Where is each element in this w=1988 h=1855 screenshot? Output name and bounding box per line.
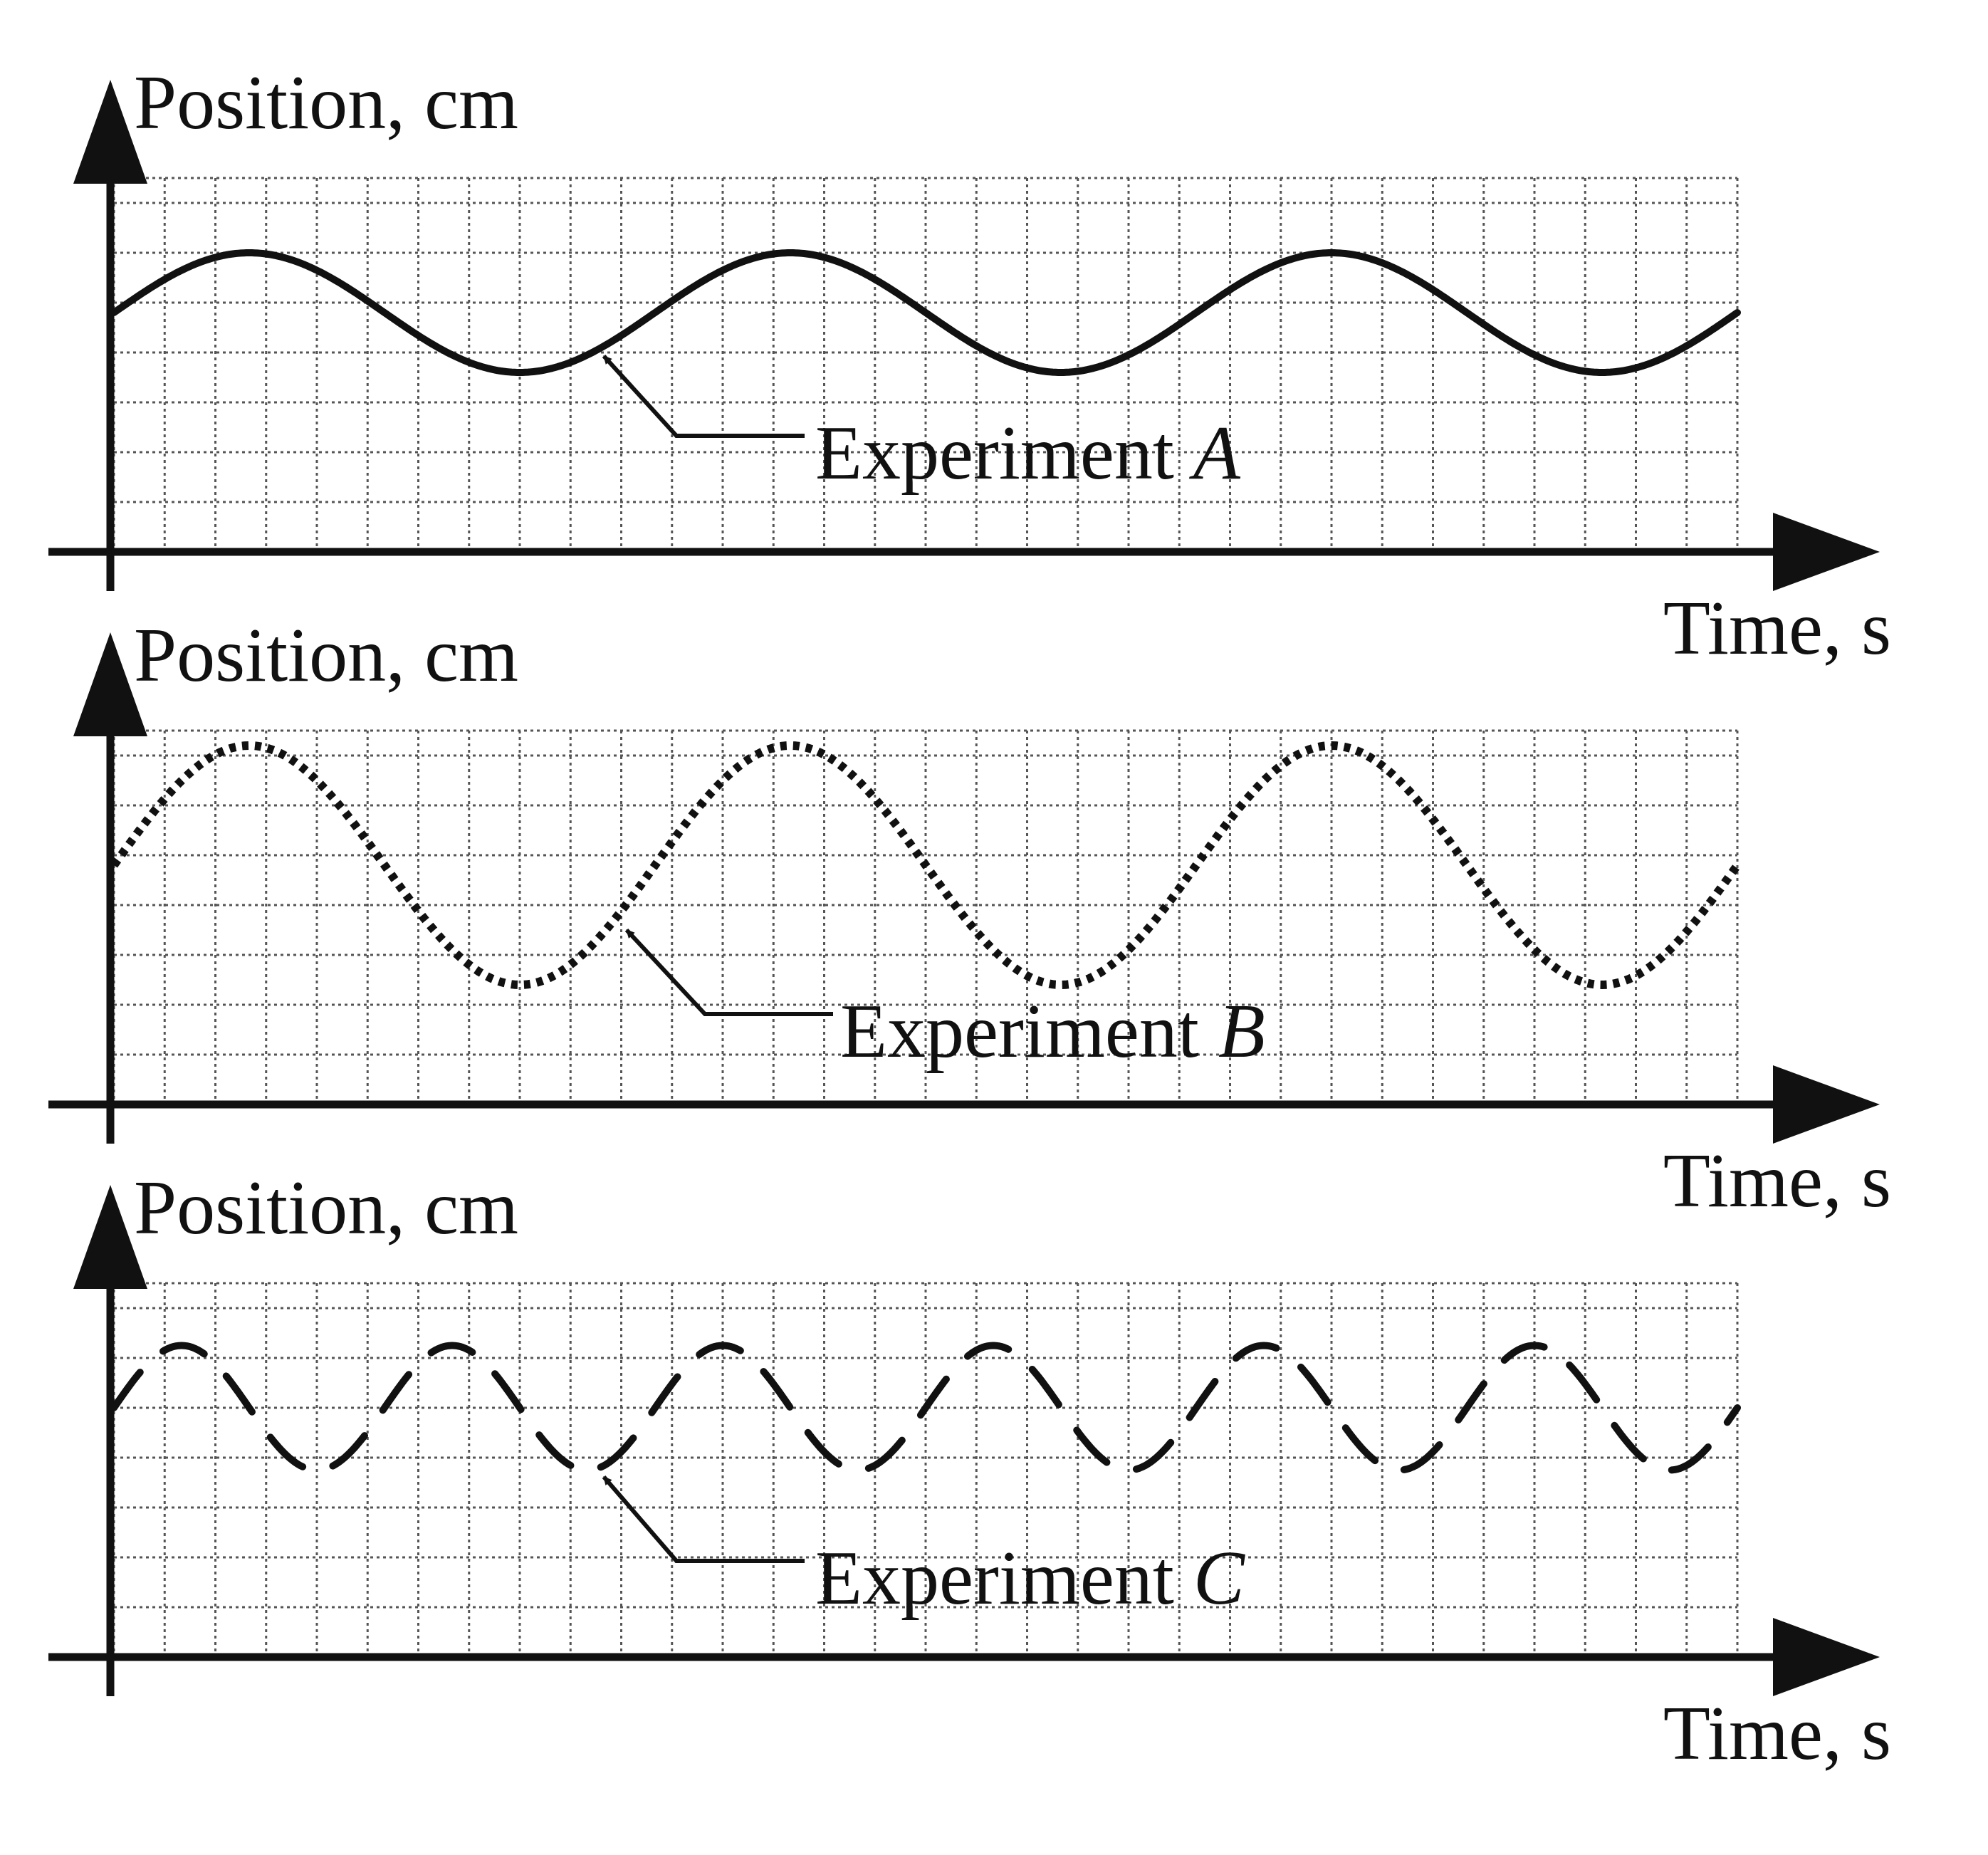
y-axis-arrowhead — [73, 1185, 147, 1289]
series-annotation: Experiment A — [815, 411, 1241, 496]
x-axis-label: Time, s — [1663, 586, 1891, 671]
y-axis-label: Position, cm — [134, 61, 518, 145]
chart-panel-a: Position, cm Time, s Experiment A — [48, 61, 1891, 671]
series-annotation: Experiment C — [815, 1536, 1246, 1621]
y-axis-label: Position, cm — [134, 613, 518, 698]
series-line — [110, 1342, 1741, 1474]
series-line — [110, 249, 1741, 376]
x-axis-label: Time, s — [1663, 1691, 1891, 1776]
chart-panel-c: Position, cm Time, s Experiment C — [48, 1166, 1891, 1776]
x-axis-arrowhead — [1773, 1618, 1880, 1696]
y-axis-arrowhead — [73, 80, 147, 184]
series-annotation: Experiment B — [840, 989, 1265, 1074]
callout-leader — [624, 928, 833, 1016]
callout-leader — [602, 1475, 805, 1563]
series-line — [110, 741, 1741, 989]
x-axis-arrowhead — [1773, 1065, 1880, 1144]
x-axis-arrowhead — [1773, 513, 1880, 591]
chart-panel-b: Position, cm Time, s Experiment B — [48, 613, 1891, 1223]
y-axis-label: Position, cm — [134, 1166, 518, 1250]
y-axis-arrowhead — [73, 632, 147, 736]
grid — [113, 177, 1739, 553]
callout-leader — [602, 354, 805, 438]
x-axis-label: Time, s — [1663, 1139, 1891, 1223]
